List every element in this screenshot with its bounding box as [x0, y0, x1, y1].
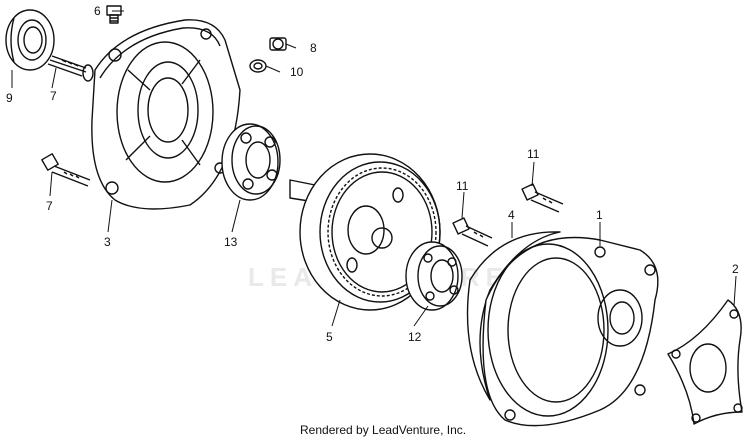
part-10-washer[interactable] [249, 59, 267, 73]
part-5-ring-gear-shaft[interactable] [289, 153, 441, 311]
part-12-bearing[interactable] [405, 241, 463, 311]
part-8-plug[interactable] [269, 37, 287, 51]
callout-3: 3 [104, 235, 111, 249]
part-7-bolt-upper[interactable] [47, 55, 94, 82]
callout-11-left: 11 [456, 179, 469, 193]
part-3-case-cover[interactable] [91, 19, 241, 210]
callout-9: 9 [6, 91, 13, 105]
callout-10: 10 [290, 65, 304, 79]
part-9-oil-seal[interactable] [5, 9, 55, 71]
part-11-bolt-right[interactable] [521, 183, 564, 213]
credit-text: Rendered by LeadVenture, Inc. [300, 423, 467, 437]
leader-lines [11, 10, 737, 327]
part-7-bolt-lower[interactable] [41, 153, 91, 187]
part-11-bolt-left[interactable] [452, 217, 493, 247]
part-2-flange-gasket[interactable] [667, 299, 743, 425]
part-13-bearing[interactable] [221, 123, 281, 201]
callout-2: 2 [732, 262, 739, 276]
callout-1: 1 [596, 208, 603, 222]
callout-4: 4 [508, 208, 515, 222]
callout-13: 13 [224, 235, 238, 249]
part-1-transmission-case[interactable] [482, 236, 659, 427]
callout-5: 5 [326, 330, 333, 344]
callout-6: 6 [94, 4, 101, 18]
part-6-bolt[interactable] [106, 5, 122, 24]
callout-8: 8 [310, 41, 317, 55]
callout-12: 12 [408, 330, 422, 344]
callout-11-right: 11 [527, 147, 540, 161]
part-4-gasket[interactable] [466, 231, 561, 401]
callout-7-upper: 7 [50, 89, 57, 103]
callout-7-lower: 7 [46, 199, 53, 213]
